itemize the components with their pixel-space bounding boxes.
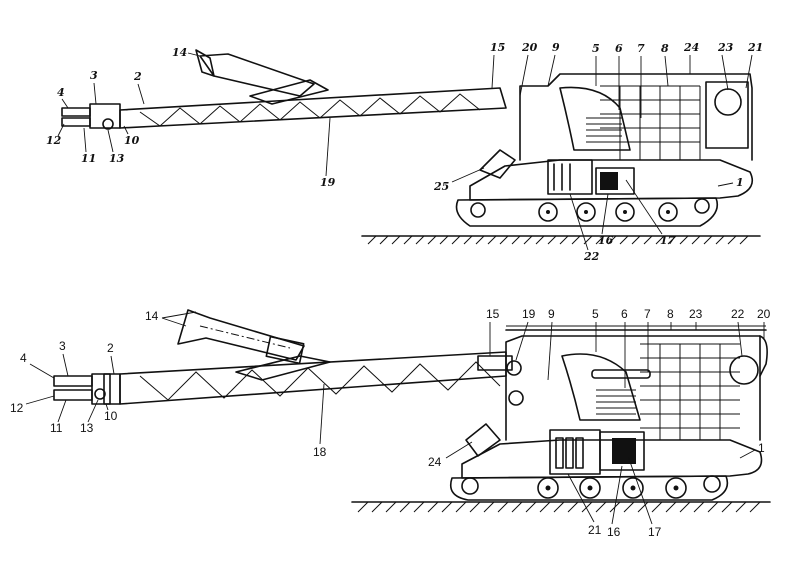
top-ground: [361, 235, 761, 245]
top-machine: [61, 49, 761, 245]
top-label-14: 14: [172, 46, 187, 59]
bottom-ground: [351, 501, 771, 513]
bottom-label-4: 4: [20, 351, 27, 365]
top-label-22: 22: [583, 250, 600, 263]
bottom-label-group: 1 2 3 4 5 6 7 8 9 10 11 12 13 14 15 16 1…: [10, 307, 771, 539]
top-label-1: 1: [736, 176, 744, 189]
top-label-19: 19: [320, 176, 336, 189]
top-label-12: 12: [46, 134, 62, 147]
bottom-label-17: 17: [648, 525, 662, 539]
top-boom: [61, 79, 507, 130]
top-label-17: 17: [660, 234, 676, 247]
top-label-11: 11: [81, 152, 96, 165]
bottom-label-1: 1: [758, 441, 765, 455]
top-label-25: 25: [433, 180, 449, 193]
top-label-7: 7: [637, 42, 645, 55]
top-label-23: 23: [717, 41, 734, 54]
bottom-label-22: 22: [731, 307, 745, 321]
top-label-13: 13: [109, 152, 125, 165]
bottom-label-14: 14: [145, 309, 159, 323]
bottom-label-23: 23: [689, 307, 703, 321]
top-label-3: 3: [90, 69, 98, 82]
bottom-gathering-arm: [465, 423, 501, 457]
bottom-label-8: 8: [667, 307, 674, 321]
bottom-label-3: 3: [59, 339, 66, 353]
bottom-label-16: 16: [607, 525, 621, 539]
bottom-nozzle: [177, 309, 305, 365]
top-label-6: 6: [615, 42, 623, 55]
bottom-label-21: 21: [588, 523, 602, 537]
top-label-group: 1 2 3 4 5 6 7 8 9 10 11 12 13 14 15 16 1…: [46, 41, 763, 263]
bottom-label-24: 24: [428, 455, 442, 469]
top-label-5: 5: [592, 42, 600, 55]
bottom-tracks: [449, 475, 729, 501]
top-label-10: 10: [124, 134, 140, 147]
bottom-label-6: 6: [621, 307, 628, 321]
bottom-label-13: 13: [80, 421, 94, 435]
top-body: [519, 73, 753, 195]
bottom-label-10: 10: [104, 409, 118, 423]
bottom-label-11: 11: [50, 421, 63, 435]
bottom-label-15: 15: [486, 307, 500, 321]
top-label-16: 16: [598, 234, 614, 247]
top-tracks: [455, 197, 719, 227]
top-label-8: 8: [661, 42, 669, 55]
top-nozzle: [195, 49, 315, 97]
top-label-9: 9: [552, 41, 560, 54]
top-label-15: 15: [490, 41, 505, 54]
bottom-label-5: 5: [592, 307, 599, 321]
top-gathering-arm: [479, 149, 516, 179]
top-label-2: 2: [133, 70, 142, 83]
bottom-label-9: 9: [548, 307, 555, 321]
bottom-label-20: 20: [757, 307, 771, 321]
top-label-24: 24: [683, 41, 699, 54]
bottom-label-19: 19: [522, 307, 536, 321]
top-hull: [469, 159, 754, 201]
bottom-hull: [461, 439, 763, 479]
bottom-label-18: 18: [313, 445, 327, 459]
bottom-boom: [53, 351, 513, 405]
bottom-body: [505, 325, 768, 475]
top-label-20: 20: [521, 41, 538, 54]
bottom-label-7: 7: [644, 307, 651, 321]
top-label-21: 21: [747, 41, 763, 54]
bottom-label-2: 2: [107, 341, 114, 355]
bottom-machine: [53, 309, 771, 513]
top-label-4: 4: [57, 86, 65, 99]
bottom-label-12: 12: [10, 401, 24, 415]
